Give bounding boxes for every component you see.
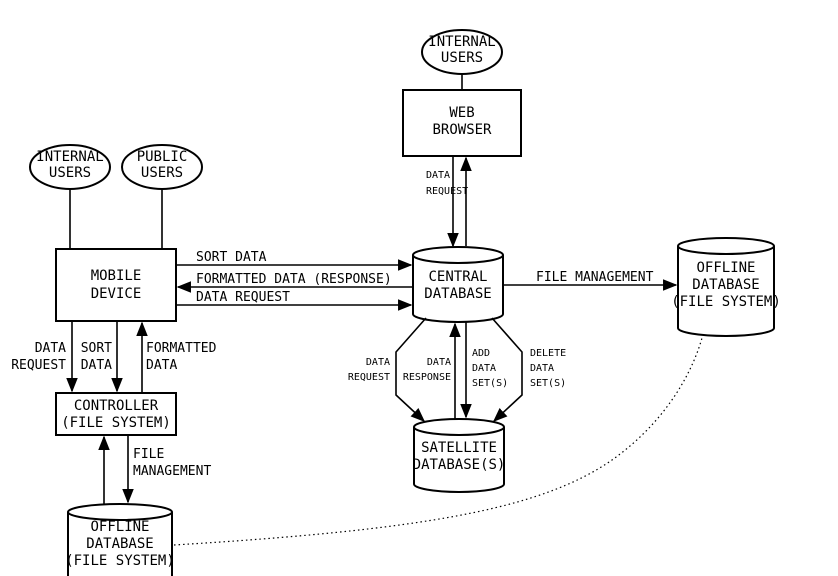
ctrl-data-request-label: DATA REQUEST bbox=[11, 341, 66, 373]
mobile-device-box bbox=[55, 248, 177, 322]
ctrl-data-request-label-line: DATA bbox=[35, 341, 66, 356]
ctrl-formatted-data-label-line: DATA bbox=[146, 358, 177, 373]
offline-database-bottom-cylinder bbox=[67, 503, 173, 576]
offline-database-right-label-line: (FILE SYSTEM) bbox=[671, 294, 781, 310]
satellite-database-cylinder bbox=[413, 418, 505, 493]
controller-label: CONTROLLER(FILE SYSTEM) bbox=[61, 398, 171, 431]
file-management-bottom-label-line: MANAGEMENT bbox=[133, 464, 211, 479]
formatted-data-response-label: FORMATTED DATA (RESPONSE) bbox=[196, 272, 392, 287]
controller-box bbox=[55, 392, 177, 436]
internal-users-left-label-line: INTERNAL bbox=[36, 149, 103, 165]
offline-database-right-cylinder bbox=[677, 237, 775, 337]
file-management-bottom-label-line: FILE bbox=[133, 447, 164, 462]
web-browser-box bbox=[402, 89, 522, 157]
mobile-device-label-line: DEVICE bbox=[91, 286, 142, 302]
ctrl-formatted-data-label: FORMATTED DATA bbox=[146, 341, 217, 373]
ctrl-sort-data-label: SORT DATA bbox=[81, 341, 112, 373]
offline-database-bottom-label-line: (FILE SYSTEM) bbox=[65, 553, 175, 569]
sat-data-response-label: DATA RESPONSE bbox=[403, 357, 451, 383]
sat-data-request-label-line: DATA bbox=[366, 357, 390, 368]
sat-delete-data-sets-label-line: DELETE bbox=[530, 348, 566, 359]
offline-database-bottom-label-line: DATABASE bbox=[86, 536, 153, 552]
controller-label-line: (FILE SYSTEM) bbox=[61, 415, 171, 431]
edge-sat-data-request bbox=[395, 317, 427, 422]
ctrl-data-request-label-line: REQUEST bbox=[11, 358, 66, 373]
edge-sat-delete-data-sets bbox=[491, 317, 523, 422]
sat-data-request-label: DATA REQUEST bbox=[348, 357, 390, 383]
sort-data-label-line: SORT DATA bbox=[196, 250, 267, 265]
edge-offline-sync-dotted bbox=[173, 337, 703, 546]
sat-delete-data-sets-label-line: SET(S) bbox=[530, 378, 566, 389]
file-management-right-label-line: FILE MANAGEMENT bbox=[536, 270, 654, 285]
central-database-label-line: DATABASE bbox=[424, 286, 491, 302]
sat-data-response-label-line: DATA bbox=[427, 357, 451, 368]
offline-database-right-label-line: OFFLINE bbox=[696, 260, 755, 276]
internal-users-top-label-line: INTERNAL bbox=[428, 34, 495, 50]
mobile-device-label: MOBILE DEVICE bbox=[91, 268, 142, 302]
controller-label-line: CONTROLLER bbox=[74, 398, 159, 414]
formatted-data-response-label-line: FORMATTED DATA (RESPONSE) bbox=[196, 272, 392, 287]
public-users-label-line: USERS bbox=[141, 165, 183, 181]
web-browser-label-line: WEB bbox=[449, 105, 474, 121]
internal-users-left-label-line: USERS bbox=[49, 165, 91, 181]
ctrl-sort-data-label-line: SORT bbox=[81, 341, 112, 356]
ctrl-formatted-data-label-line: FORMATTED bbox=[146, 341, 217, 356]
file-management-bottom-label: FILE MANAGEMENT bbox=[133, 447, 211, 479]
offline-database-right-label-line: DATABASE bbox=[692, 277, 759, 293]
mobile-device-label-line: MOBILE bbox=[91, 268, 142, 284]
sat-data-response-label-line: RESPONSE bbox=[403, 372, 451, 383]
sat-delete-data-sets-label: DELETE DATA SET(S) bbox=[530, 348, 566, 389]
sat-add-data-sets-label-line: SET(S) bbox=[472, 378, 508, 389]
internal-users-top-label-line: USERS bbox=[441, 50, 483, 66]
browser-data-request-label: DATA REQUEST bbox=[426, 170, 468, 197]
public-users-label-line: PUBLIC bbox=[137, 149, 188, 165]
browser-data-request-label-line: REQUEST bbox=[426, 186, 468, 197]
sat-add-data-sets-label: ADD DATA SET(S) bbox=[472, 348, 508, 389]
web-browser-label-line: BROWSER bbox=[432, 122, 492, 138]
satellite-database-label-line: DATABASE(S) bbox=[413, 457, 506, 473]
central-database-label-line: CENTRAL bbox=[428, 269, 487, 285]
data-request-mobile-label: DATA REQUEST bbox=[196, 290, 290, 305]
satellite-database-label-line: SATELLITE bbox=[421, 440, 497, 456]
browser-data-request-label-line: DATA bbox=[426, 170, 450, 181]
sat-delete-data-sets-label-line: DATA bbox=[530, 363, 554, 374]
ctrl-sort-data-label-line: DATA bbox=[81, 358, 112, 373]
data-request-mobile-label-line: DATA REQUEST bbox=[196, 290, 290, 305]
sat-add-data-sets-label-line: DATA bbox=[472, 363, 496, 374]
sat-data-request-label-line: REQUEST bbox=[348, 372, 390, 383]
offline-database-bottom-label-line: OFFLINE bbox=[90, 519, 149, 535]
file-management-right-label: FILE MANAGEMENT bbox=[536, 270, 654, 285]
sat-add-data-sets-label-line: ADD bbox=[472, 348, 490, 359]
sort-data-label: SORT DATA bbox=[196, 250, 267, 265]
